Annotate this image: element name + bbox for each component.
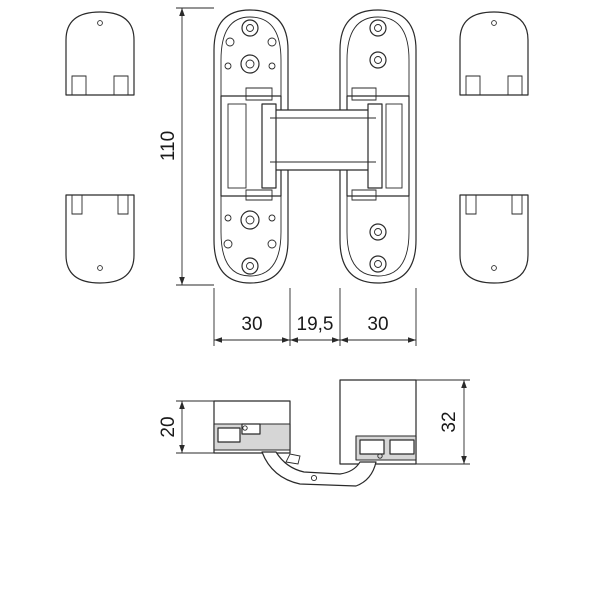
hinge-side-view — [213, 379, 417, 487]
hinge-link-arm — [261, 103, 383, 189]
dimension-side-left: 20 — [158, 400, 214, 454]
cover-cap-bottom-right — [459, 194, 529, 284]
dimension-right-plate-label: 30 — [367, 314, 388, 335]
dimension-height-label: 110 — [158, 131, 179, 161]
dimension-height: 110 — [158, 7, 214, 286]
dimension-side-right-label: 32 — [439, 411, 460, 432]
dimension-side-left-label: 20 — [158, 416, 179, 437]
cover-cap-top-right — [459, 11, 529, 96]
dimension-side-right: 32 — [416, 379, 470, 465]
cover-cap-top-left — [65, 11, 135, 96]
hinge-plate-left — [213, 9, 289, 284]
dimension-gap-label: 19,5 — [297, 314, 334, 335]
dimension-widths: 30 19,5 30 — [213, 288, 417, 346]
cover-cap-bottom-left — [65, 194, 135, 284]
dimension-left-plate-label: 30 — [241, 314, 262, 335]
